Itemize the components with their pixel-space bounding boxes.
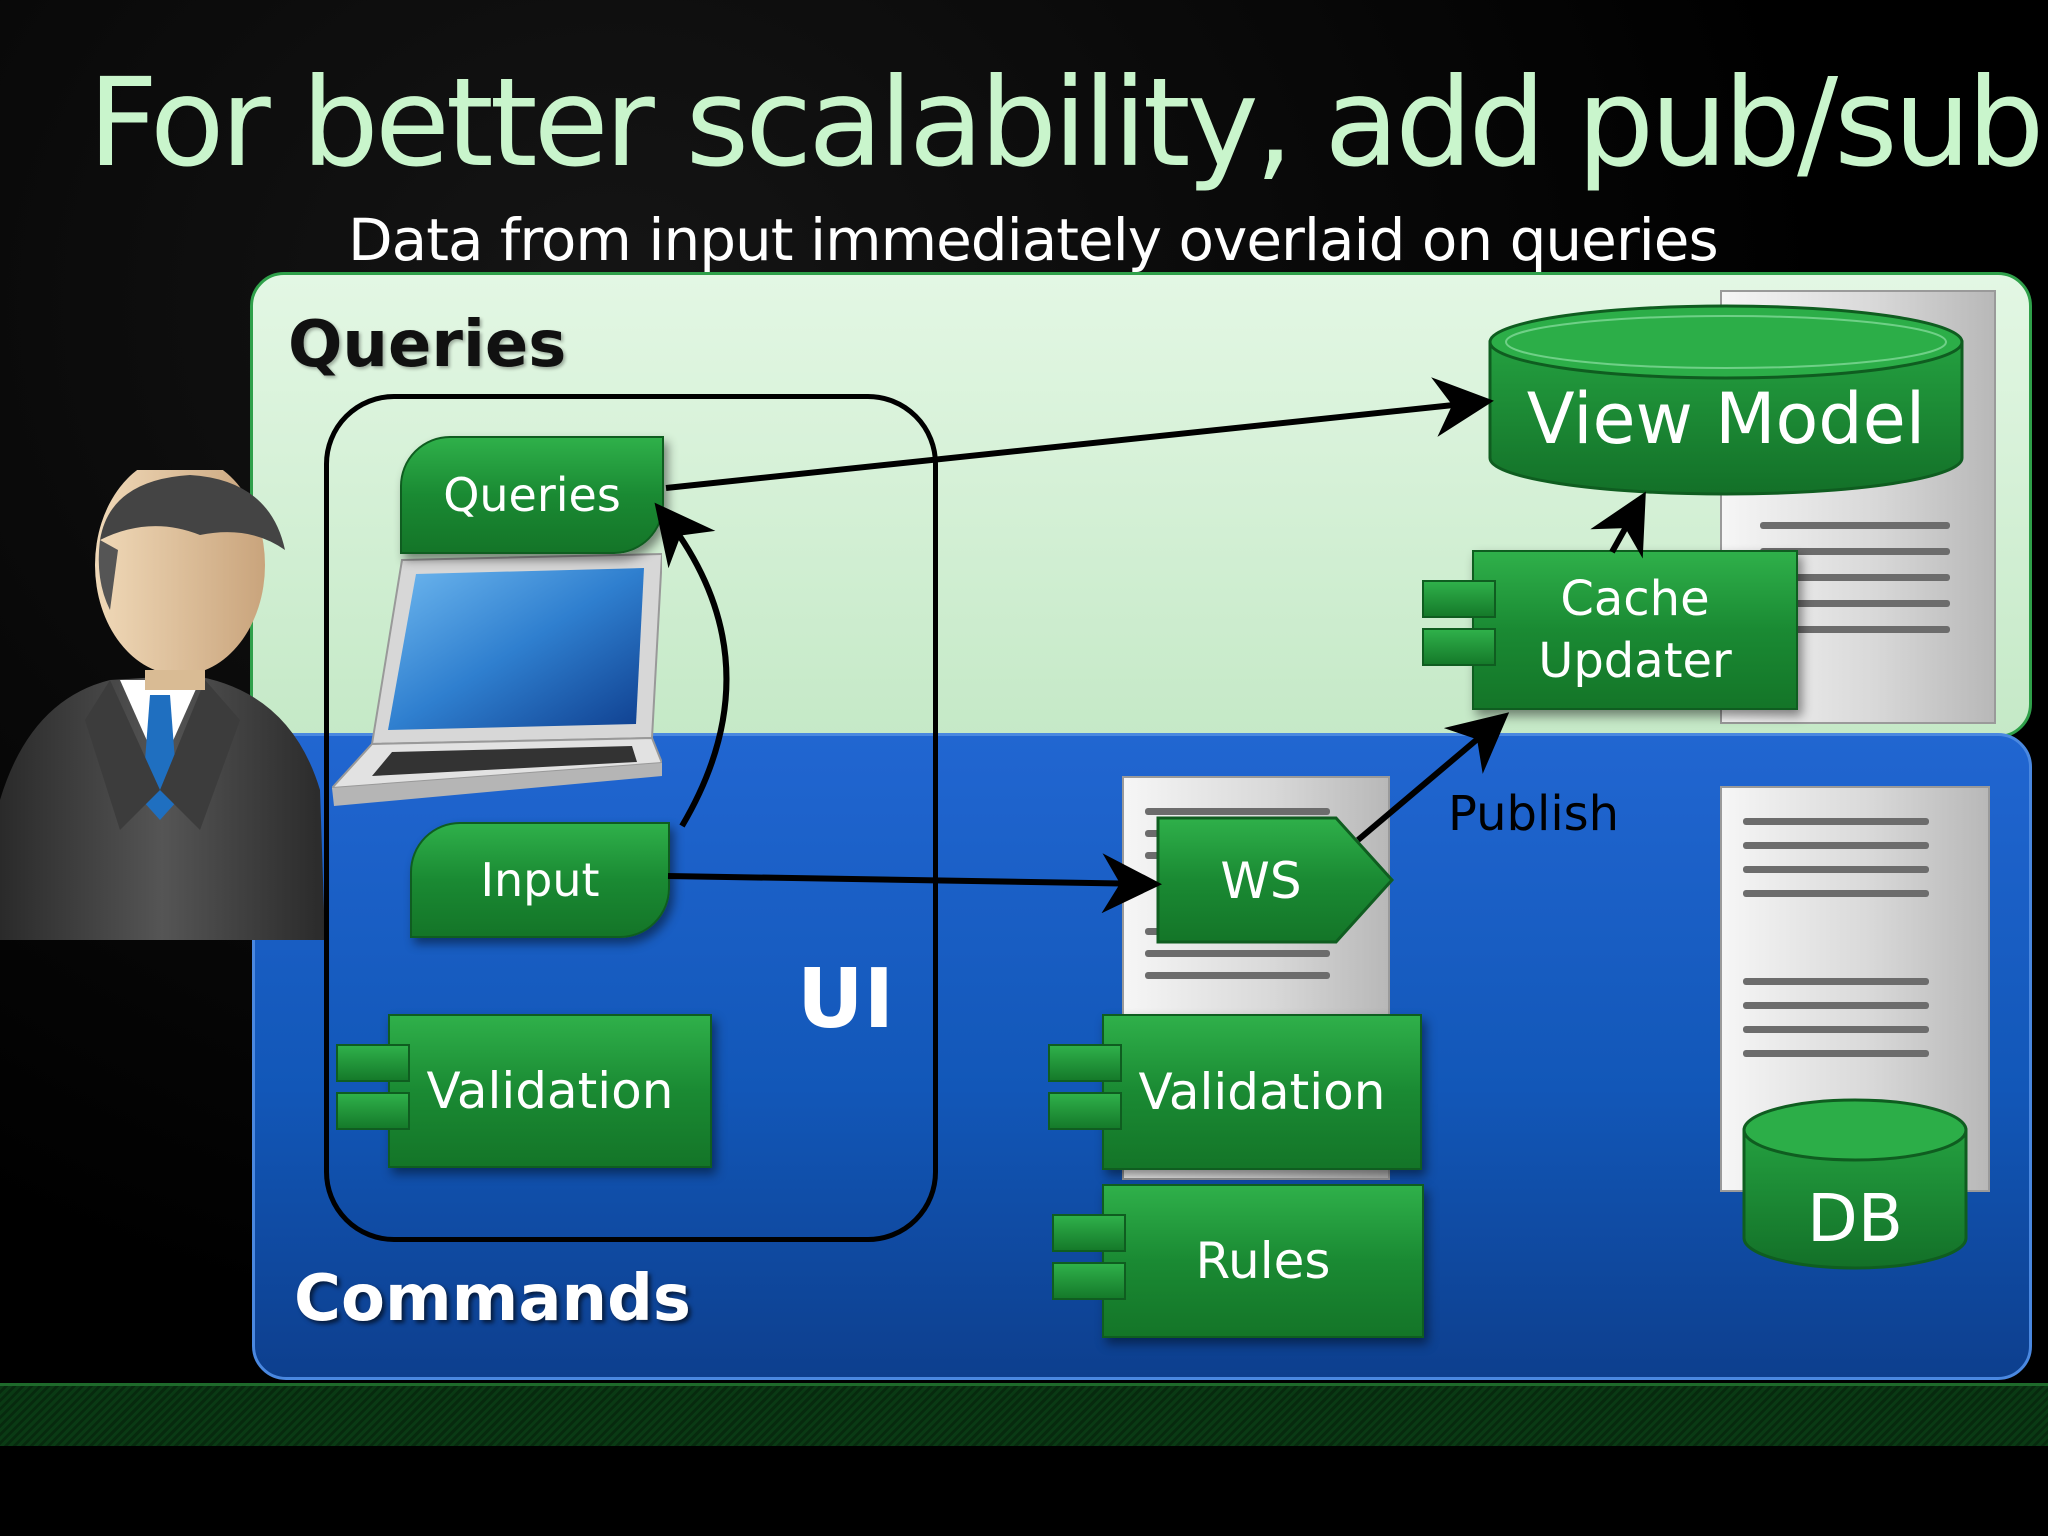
input-to-ws-arrow: [667, 853, 1162, 914]
ui-validation-port-icon: [336, 1044, 410, 1082]
publish-label: Publish: [1448, 786, 1620, 842]
view-model-label: View Model: [1526, 378, 1926, 460]
footer-stripe: [0, 1383, 2048, 1446]
cache-updater-port-icon: [1422, 580, 1496, 618]
queries-zone-label: Queries: [288, 308, 567, 382]
slide-subtitle: Data from input immediately overlaid on …: [348, 206, 1719, 274]
server-validation-port-icon: [1048, 1092, 1122, 1130]
server-validation-port-icon: [1048, 1044, 1122, 1082]
view-model-database-icon: [1488, 304, 1964, 496]
db-label: DB: [1806, 1180, 1904, 1257]
publish-arrow: [1356, 712, 1510, 843]
rules-port-icon: [1052, 1214, 1126, 1252]
ws-label: WS: [1220, 852, 1302, 910]
ws-component: [1156, 816, 1395, 944]
cache-updater-label-line2: Updater: [1538, 633, 1732, 689]
db-database-icon: [1742, 1098, 1968, 1270]
ui-validation-component: Validation: [388, 1014, 712, 1168]
cache-updater-component: Cache Updater: [1472, 550, 1798, 710]
ui-validation-port-icon: [336, 1092, 410, 1130]
cache-updater-port-icon: [1422, 628, 1496, 666]
slide-title: For better scalability, add pub/sub: [88, 52, 2044, 194]
server-validation-component: Validation: [1102, 1014, 1422, 1170]
user-person-icon: [0, 470, 325, 940]
ui-input-component: Input: [410, 822, 670, 938]
ui-boundary: [324, 394, 938, 1242]
cache-updater-to-view-model-arrow: [1590, 491, 1646, 559]
cache-updater-label-line1: Cache: [1560, 570, 1710, 627]
ui-label: UI: [797, 952, 895, 1047]
input-to-queries-arrow: [654, 502, 730, 828]
rules-port-icon: [1052, 1262, 1126, 1300]
ui-queries-component: Queries: [400, 436, 664, 554]
laptop-icon: [332, 552, 662, 806]
commands-zone-label: Commands: [294, 1262, 691, 1336]
rules-component: Rules: [1102, 1184, 1424, 1338]
queries-to-view-model-arrow: [665, 377, 1494, 491]
